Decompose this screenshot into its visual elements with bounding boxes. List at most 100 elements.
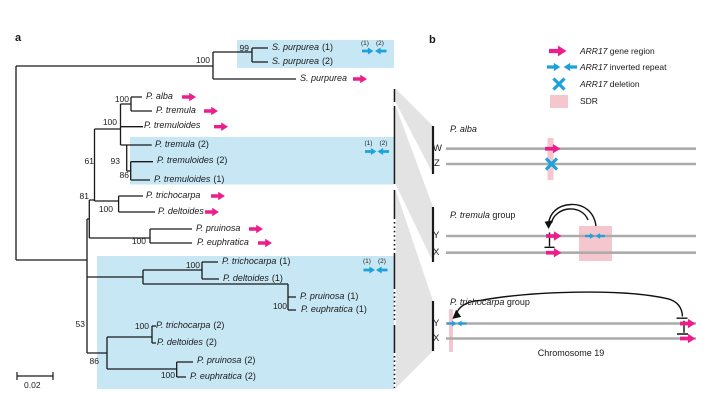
tree-tip: P. pruinosa — [196, 222, 243, 233]
pink-arrow-icon — [205, 207, 219, 217]
legend-blue-arrow-right-icon — [547, 62, 561, 72]
bootstrap-value: 100 — [272, 300, 287, 311]
panel-b-label: b — [429, 34, 436, 46]
diagram-title-trichocarpa: P. trichocarpa group — [450, 298, 530, 307]
ir-tag-1: (1) — [364, 140, 373, 147]
tree-tip: S. purpurea — [300, 73, 350, 83]
title-italic: P. alba — [450, 123, 477, 134]
tree-tip: P. alba — [146, 90, 176, 101]
title-italic: P. trichocarpa — [450, 297, 505, 307]
tree-tip: P. tremula — [156, 105, 199, 115]
chrom-label-y: Y — [433, 230, 440, 242]
blue-arrow-left-icon — [456, 320, 467, 327]
legend-italic: ARR17 — [580, 45, 608, 56]
sdr-regions — [449, 138, 612, 352]
bootstrap-value: 61 — [84, 156, 94, 166]
tip-name: P. trichocarpa — [146, 189, 201, 200]
tip-name: P. alba — [146, 90, 173, 101]
tip-suffix: (2) — [216, 155, 228, 165]
legend-item-deletion: ARR17 deletion — [580, 78, 640, 89]
tip-suffix: (1) — [322, 41, 334, 52]
sdr-box-tremula — [579, 226, 612, 261]
tip-name: P. pruinosa — [196, 222, 241, 233]
tree-tip: P. deltoides(1) — [223, 272, 283, 283]
bootstrap-value: 100 — [160, 370, 175, 380]
legend-rest: gene region — [607, 45, 655, 56]
bootstrap-value: 100 — [185, 259, 200, 270]
tree-tip: P. deltoides — [158, 205, 207, 216]
tremula-arc-outer — [547, 203, 597, 227]
bootstrap-value: 100 — [131, 235, 146, 246]
pink-arrow-icon — [249, 224, 263, 234]
pink-arrow-icon — [211, 191, 225, 201]
tip-suffix: (2) — [322, 55, 334, 66]
ir-tag-2: (2) — [378, 257, 386, 265]
bootstrap-value: 86 — [89, 356, 99, 366]
tip-name: P. tremula — [155, 138, 195, 149]
wedge-tremula — [396, 107, 433, 262]
blue-highlight-boxes — [97, 40, 394, 389]
pink-arrow-icon — [680, 333, 696, 344]
pink-arrow-icon — [546, 231, 562, 241]
legend-sdr-square-icon — [550, 95, 568, 108]
tip-suffix: (1) — [213, 173, 225, 184]
pink-arrow-icon — [353, 74, 367, 84]
pink-arrow-icon — [258, 238, 272, 248]
legend-blue-arrow-left-icon — [563, 62, 577, 72]
tree-tip: P. pruinosa(1) — [300, 291, 358, 301]
chrom-label-x: X — [433, 247, 440, 258]
bootstrap-value: 100 — [134, 320, 149, 331]
tree-tip: P. trichocarpa — [146, 189, 203, 200]
trichocarpa-tbars — [676, 317, 688, 335]
panel-a-label: a — [15, 32, 22, 44]
connector-wedges — [396, 89, 433, 388]
ir-tag-2: (2) — [379, 140, 388, 147]
tree-tip: P. trichocarpa(1) — [222, 255, 291, 266]
sdr-band-alba — [547, 138, 554, 180]
tree-tip: S. purpurea(2) — [272, 55, 334, 66]
legend-item-gene-region: ARR17 gene region — [580, 45, 655, 56]
bootstrap-value: 99 — [239, 43, 249, 53]
bootstrap-value: 81 — [79, 190, 89, 201]
tip-name: P. deltoides — [158, 205, 204, 216]
tip-name: P. euphratica — [197, 236, 249, 247]
bootstrap-value: 100 — [114, 93, 129, 104]
scale-bar-value: 0.02 — [24, 380, 41, 390]
tremula-arc-arrowhead — [544, 220, 554, 229]
tip-suffix: (2) — [205, 336, 217, 347]
tip-suffix: (1) — [271, 272, 283, 283]
tip-suffix: (2) — [197, 138, 209, 149]
tree-tip: P. pruinosa(2) — [197, 355, 255, 365]
tree-tip: P. euphratica(1) — [301, 303, 367, 314]
tree-tip: P. euphratica(2) — [190, 370, 256, 381]
chrom-label-w: W — [433, 143, 442, 154]
tip-name: P. trichocarpa — [156, 319, 211, 330]
tip-suffix: (1) — [279, 255, 291, 266]
legend-rest: inverted repeat — [607, 61, 667, 72]
chrom-label-z: Z — [434, 158, 440, 170]
tip-name: P. euphratica — [190, 370, 242, 381]
bootstrap-value: 100 — [102, 117, 117, 127]
diagram-title-alba: P. alba — [450, 123, 477, 134]
tip-suffix: (1) — [355, 303, 367, 314]
legend-rest: deletion — [607, 78, 640, 89]
tip-name: P. deltoides — [223, 272, 269, 283]
tip-suffix: (2) — [213, 319, 225, 330]
pink-arrow-icon — [182, 92, 196, 102]
bootstrap-value: 86 — [119, 170, 129, 180]
tree-tip: P. tremuloides(2) — [157, 156, 227, 165]
tip-name: P. euphratica — [301, 303, 353, 314]
tip-name: P. tremuloides — [154, 173, 211, 184]
ir-tag-1: (1) — [363, 257, 371, 265]
tip-name: S. purpurea — [272, 41, 320, 52]
legend-deletion-x-icon — [552, 77, 566, 91]
pink-arrow-icon — [546, 247, 562, 258]
tip-name: P. deltoides — [157, 336, 203, 347]
bootstrap-value: 53 — [75, 318, 85, 329]
phylo-tree-branches — [15, 47, 296, 378]
title-rest: group — [504, 297, 530, 307]
tree-tip: P. tremuloides — [144, 121, 203, 130]
title-rest: group — [489, 210, 516, 220]
tree-tip: S. purpurea(1) — [272, 41, 334, 52]
